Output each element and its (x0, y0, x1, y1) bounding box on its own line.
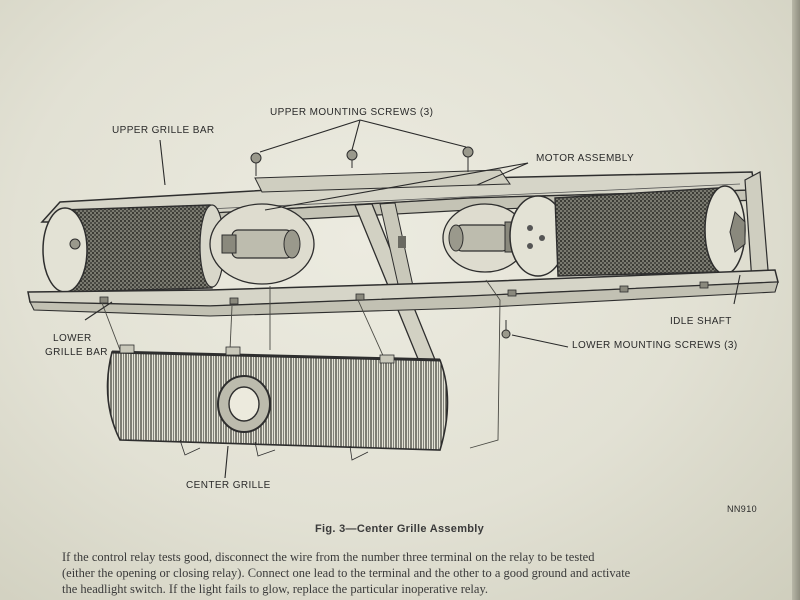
leader-lines (84, 119, 741, 479)
label-lower-grille-bar-line2: GRILLE BAR (45, 347, 108, 358)
label-upper-mounting-screws: UPPER MOUNTING SCREWS (3) (270, 107, 434, 118)
label-idle-shaft: IDLE SHAFT (670, 316, 732, 327)
label-upper-grille-bar: UPPER GRILLE BAR (112, 125, 215, 136)
motor-assembly-left (209, 203, 315, 285)
monitor-bezel (792, 0, 800, 600)
left-mesh-drum (42, 204, 225, 293)
right-mesh-drum (509, 171, 769, 284)
body-line: the headlight switch. If the light fails… (62, 582, 489, 596)
label-center-grille: CENTER GRILLE (186, 480, 271, 491)
label-lower-grille-bar-line1: LOWER (53, 333, 92, 344)
exploded-view-lines (101, 279, 501, 449)
body-line: If the control relay tests good, disconn… (62, 550, 595, 564)
figure-code: NN910 (727, 504, 758, 514)
center-grille-part (106, 344, 449, 461)
upper-mounting-screws (250, 146, 474, 176)
label-motor-assembly: MOTOR ASSEMBLY (536, 153, 635, 164)
lower-mounting-screw (501, 320, 511, 339)
figure-caption: Fig. 3—Center Grille Assembly (315, 523, 485, 535)
body-paragraph: If the control relay tests good, disconn… (62, 549, 782, 597)
lower-grille-bar (27, 269, 779, 317)
label-lower-mounting-screws: LOWER MOUNTING SCREWS (3) (572, 340, 738, 351)
body-line: (either the opening or closing relay). C… (62, 566, 631, 580)
